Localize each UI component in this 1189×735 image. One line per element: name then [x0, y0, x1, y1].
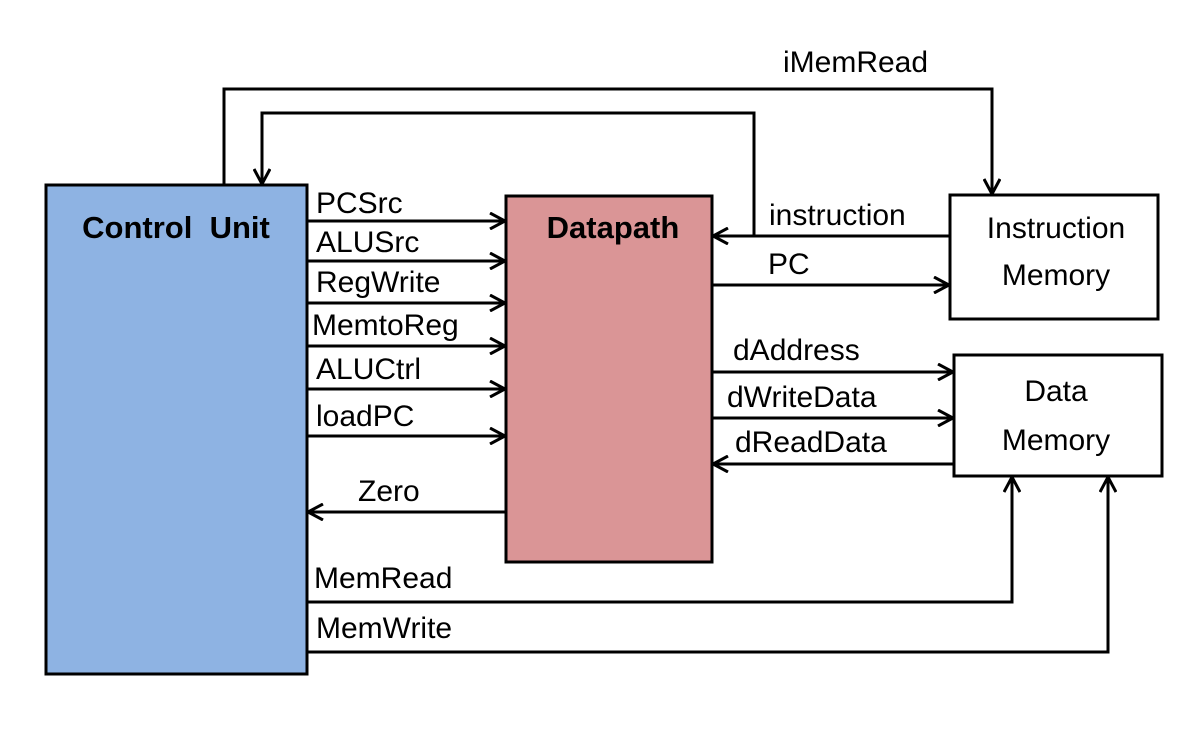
memtoreg-label: MemtoReg [312, 309, 459, 342]
memwrite-wire [307, 478, 1108, 654]
instruction-memory-label-line1: Instruction [987, 212, 1125, 245]
data-memory-block [952, 353, 1164, 478]
dreaddata-label: dReadData [735, 426, 887, 459]
instruction-memory-label-line2: Memory [1002, 259, 1110, 292]
instruction-to-control-wire [262, 111, 756, 236]
control-unit-block [44, 183, 309, 676]
control-unit-label: Control Unit [82, 210, 270, 245]
daddress-label: dAddress [733, 334, 860, 367]
instruction-label: instruction [769, 199, 906, 232]
memread-wire [307, 478, 1012, 604]
data-memory-label-line2: Memory [1002, 424, 1110, 457]
memwrite-label: MemWrite [316, 612, 452, 645]
memread-label: MemRead [314, 562, 452, 595]
dwritedata-label: dWriteData [727, 381, 877, 414]
pcsrc-label: PCSrc [316, 187, 403, 220]
datapath-block [504, 194, 714, 564]
imemread-label: iMemRead [783, 46, 928, 79]
regwrite-label: RegWrite [316, 266, 440, 299]
datapath-label: Datapath [547, 210, 680, 245]
imemread-wire [222, 87, 992, 193]
pc-label: PC [768, 248, 810, 281]
aluctrl-label: ALUCtrl [316, 353, 421, 386]
alusrc-label: ALUSrc [316, 226, 419, 259]
data-memory-label-line1: Data [1024, 375, 1088, 408]
zero-label: Zero [358, 475, 420, 508]
loadpc-label: loadPC [316, 400, 414, 433]
instruction-memory-block [948, 193, 1160, 321]
